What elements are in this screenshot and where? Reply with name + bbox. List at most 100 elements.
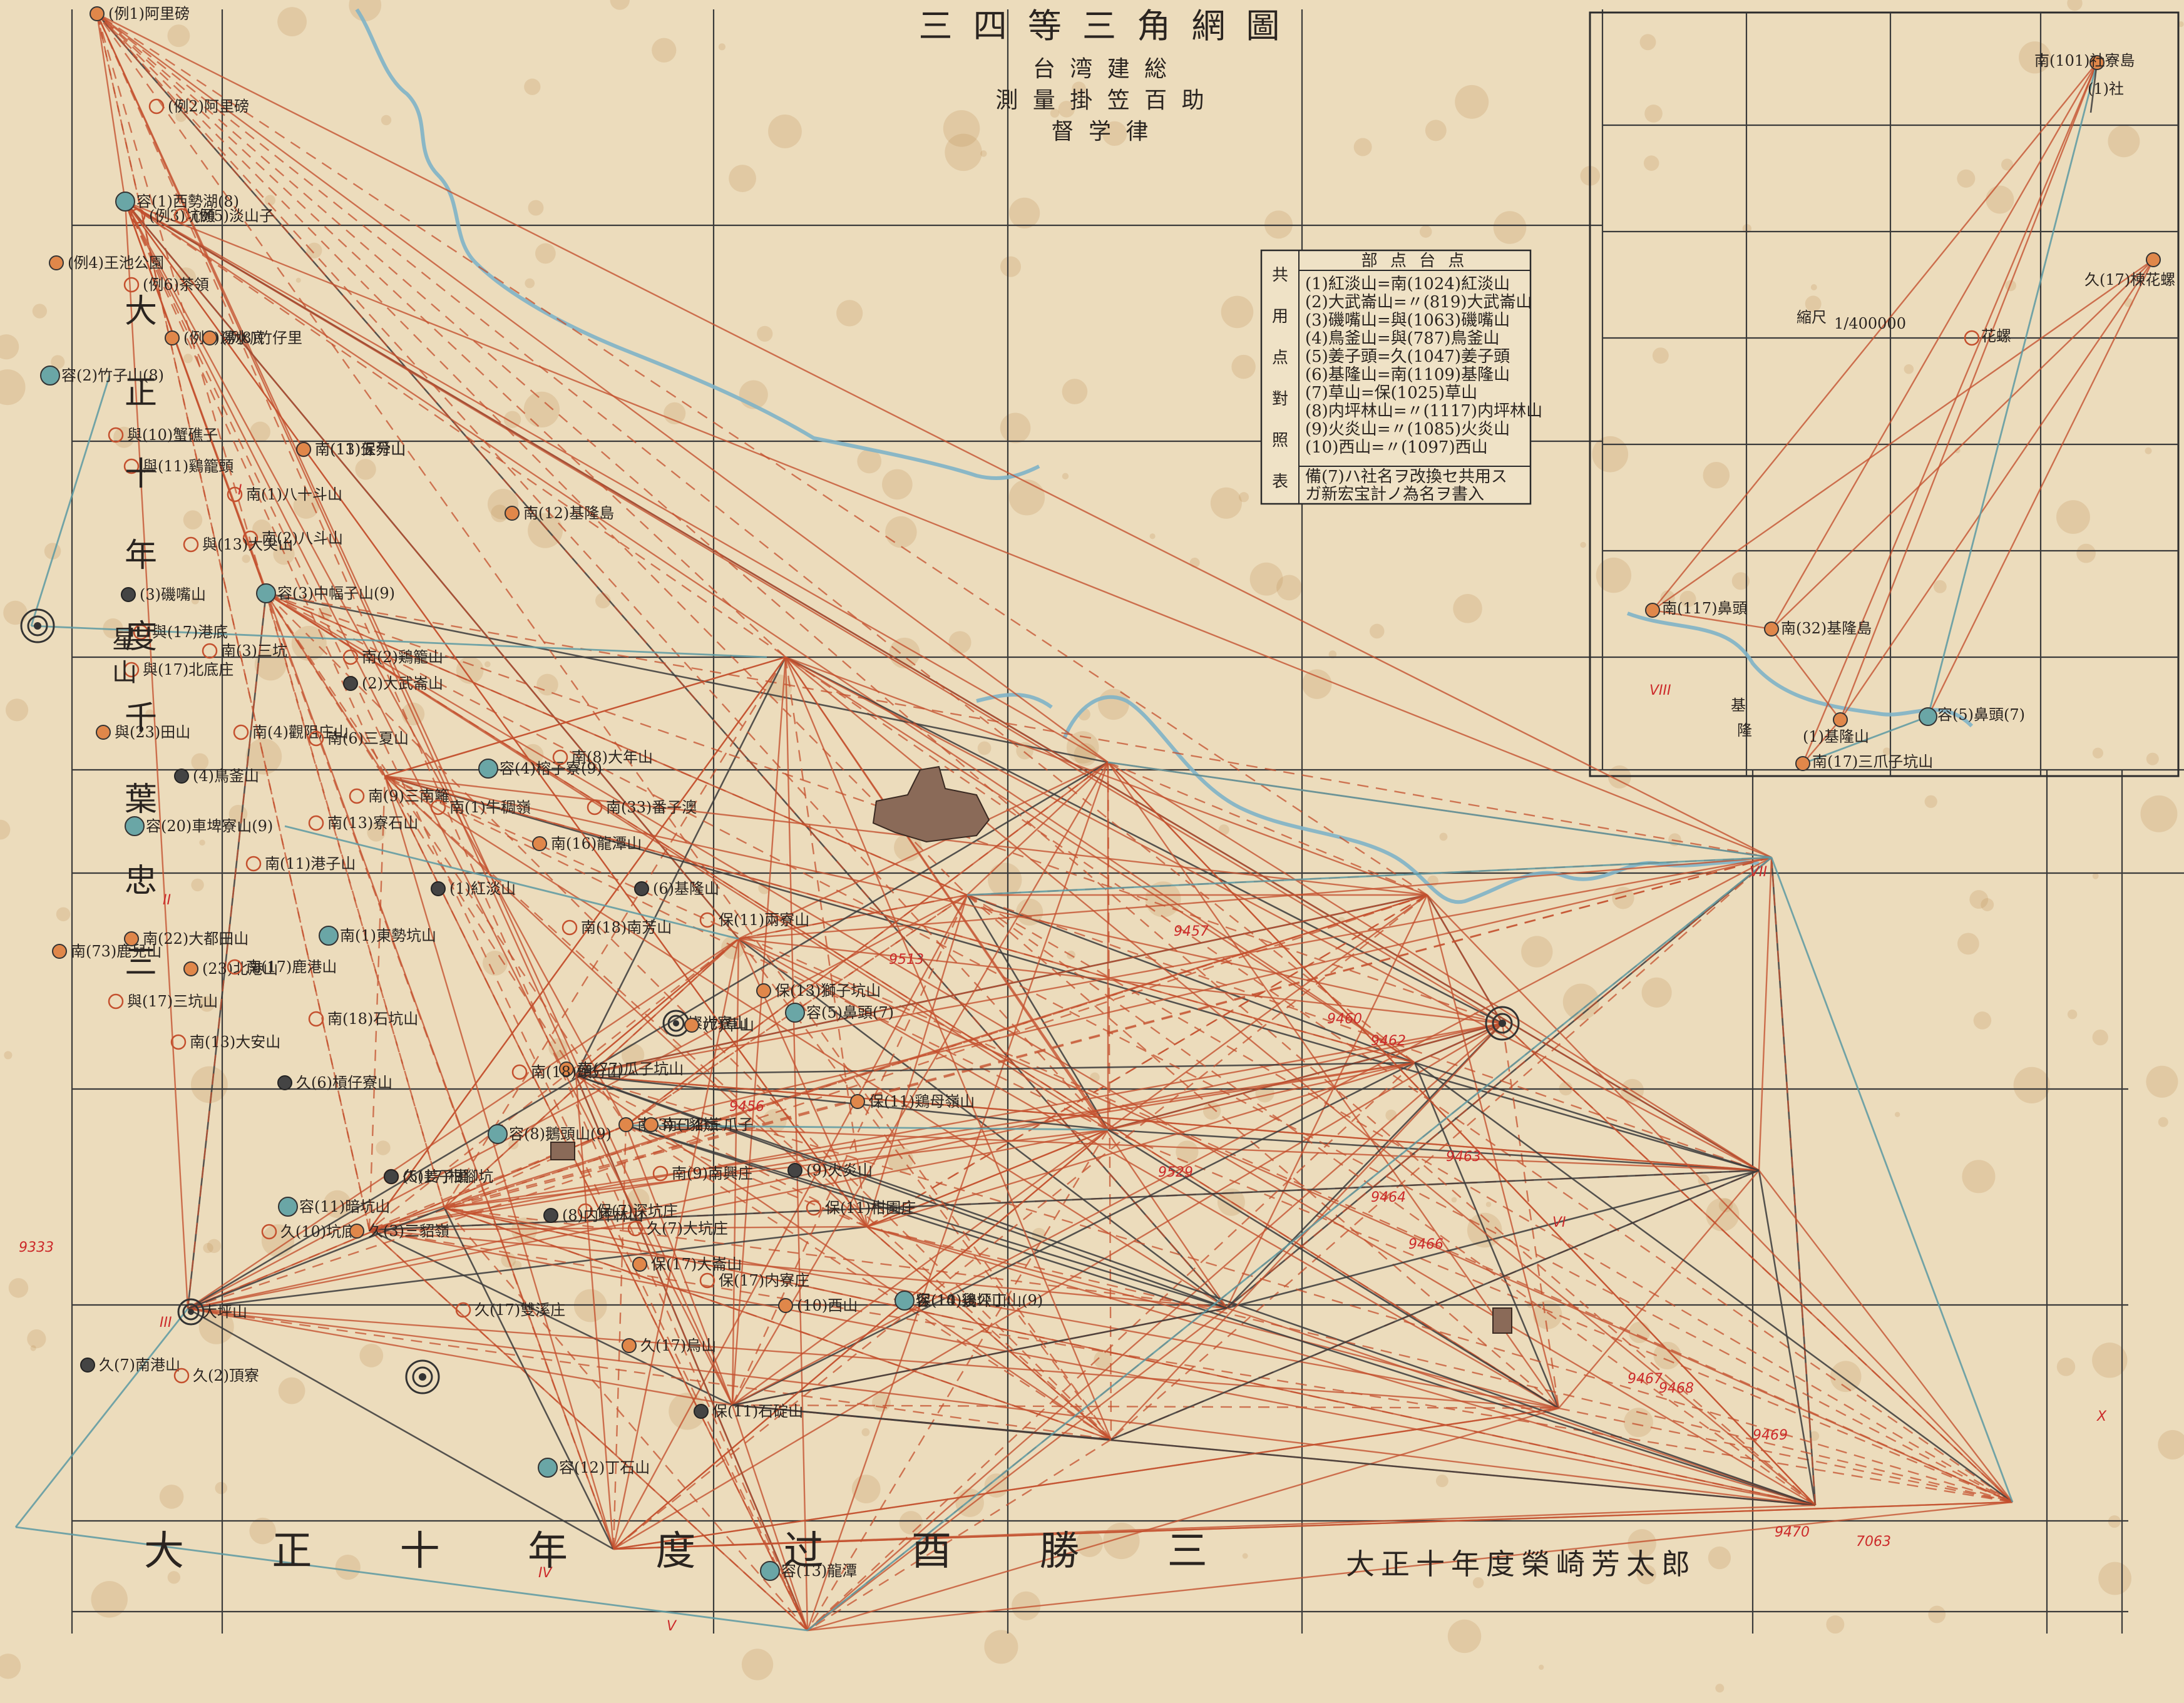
survey-point: 南(12)基隆島 [505,504,614,522]
sight-line [612,1125,627,1550]
inset-lines [1652,62,2155,765]
sight-line [124,201,734,1406]
sight-line [265,593,446,1209]
survey-point: 容(1)西勢湖(8) [115,192,239,212]
sight-line [96,13,1112,1440]
survey-point: 與(13)大尖山 [183,536,293,553]
sight-line [625,894,968,1126]
sight-line [625,1124,1228,1309]
sight-line [369,1229,808,1631]
legend-row: (1)紅淡山=南(1024)紅淡山 [1305,275,1510,294]
elevation-number: 9460 [1327,1011,1362,1027]
sight-line [1110,857,1772,1440]
blue-line [625,1124,1109,1131]
sight-line [625,1125,734,1406]
inset-label-9: 基 [1731,697,1746,714]
primary-station-icon [1485,1006,1520,1041]
sight-line [369,657,786,1230]
inset-label-0: 南(101)社寮島 [2034,52,2135,69]
inset-label-7: 南(17)三爪子坑山 [1812,753,1933,770]
sight-line [1558,1170,1760,1409]
survey-point: (9)火炎山 [787,1162,873,1179]
sight-line [613,1407,1559,1550]
elevation-number: 9529 [1158,1165,1193,1180]
blue-line [15,1526,808,1632]
survey-point: (8)内坪林山 [543,1207,643,1224]
point-label: 與(17)北底庄 [143,661,233,678]
point-label: (4)鳥釜山 [193,767,259,785]
point-label: 久(17)雙溪庄 [474,1301,565,1319]
blue-line [1107,761,1772,859]
point-label: 與(10)蟹礁子 [127,426,218,444]
order-numeral: X [2096,1409,2107,1424]
sight-line [265,592,1816,1506]
survey-point: (3)磯嘴山 [121,586,206,603]
inset-label-2: 久(17)棟花螺 [2084,271,2175,289]
sight-line [187,1307,1816,1506]
sight-line [369,1124,627,1231]
survey-point: 南(1)東勢坑山 [319,926,436,946]
survey-point: (例8)竹仔里 [202,329,302,347]
sight-line [96,13,786,658]
blue-line [966,856,1772,896]
elevation-number: 9456 [729,1099,764,1115]
inset-scale-value: 1/400000 [1834,315,1906,332]
sight-line [575,894,1428,1077]
point-label: (2)大武崙山 [362,675,443,692]
survey-point: 南(2)八斗山 [242,529,343,547]
elevation-number: 9469 [1753,1428,1788,1443]
sight-line [966,762,1109,896]
sight-line [444,1128,1109,1209]
point-label: 久(17)烏山 [640,1337,716,1354]
survey-point: (5)姜子頭 [384,1168,469,1185]
point-label: 南(18)石坑山 [327,1010,418,1028]
point-label: 南(33)番子澳 [606,799,697,816]
survey-point: 南(1)八十斗山 [227,486,342,503]
sight-line [187,761,1109,1310]
sight-line [785,656,1760,1172]
order-numeral: VIII [1649,683,1671,698]
sight-line [444,1207,1112,1441]
point-label: 保(11)鶏母嶺山 [869,1093,975,1110]
sight-line [738,894,968,940]
inset-label-10: 隆 [1737,722,1752,739]
point-label: 與(11)鷄籠頭 [143,458,233,475]
survey-point: 保(7)深坑庄 [577,1202,678,1220]
sight-line [265,593,577,1076]
blue-line [284,825,739,940]
point-label: 南(14)三爪子 [662,1116,753,1133]
sight-line [384,775,1228,1309]
sight-line [96,13,1816,1506]
sight-line [443,1207,615,1550]
point-label: 久(6)槓仔寮山 [296,1074,392,1092]
survey-point: 南(17)鹿港山 [227,958,337,976]
sight-line [575,1074,1109,1131]
sight-line [806,1129,1109,1631]
elevation-number: 9464 [1371,1190,1406,1205]
legend-row: (6)基隆山=南(1109)基隆山 [1305,366,1510,384]
survey-point: 與(11)鷄籠頭 [123,458,233,475]
sight-line [125,200,1109,764]
sight-line [1107,1128,2013,1503]
survey-point: (2)大武崙山 [343,675,443,692]
sight-line [613,1504,1816,1550]
sight-line [96,13,1428,896]
sight-line [444,1207,1228,1309]
sight-line [96,13,577,1076]
left-mid-text: 星 山 [108,626,136,684]
point-label: 南(13)五分山 [315,441,406,458]
point-label: 南(11)港子山 [265,855,356,872]
left-vertical-char: 千 [125,700,157,737]
survey-point: 南(77)瓜子坑山 [559,1060,684,1078]
left-vertical-char: 正 [125,374,157,412]
primary-station-icon [405,1359,440,1394]
inset-label-4: 南(117)鼻頭 [1662,600,1748,617]
sight-line [265,593,615,1550]
point-label: 久(10)坑底 [280,1223,356,1240]
survey-point: 南(18)南芳山 [561,919,672,936]
elevation-number: 9333 [19,1240,54,1256]
point-label: 保(7)深坑庄 [597,1202,678,1220]
sight-line [125,200,1772,859]
sight-line [96,13,809,1631]
point-label: 保(13)獅子坑山 [775,982,881,1000]
